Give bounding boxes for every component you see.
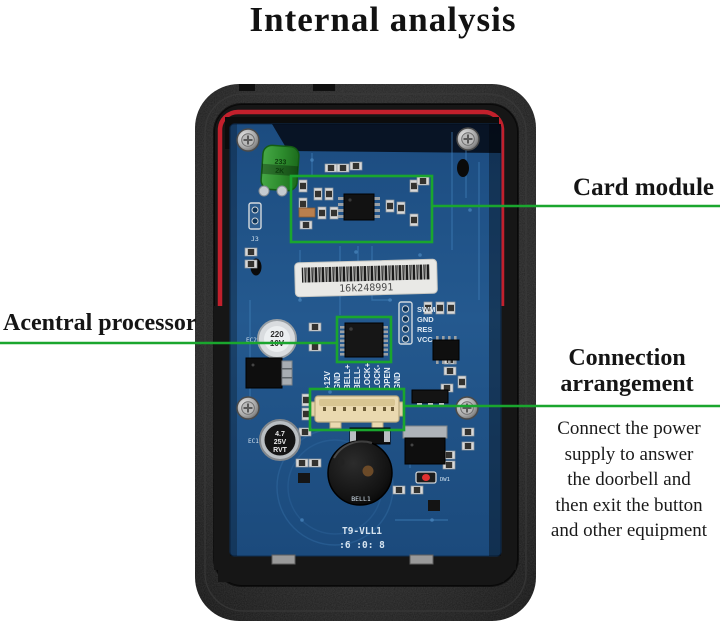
description-line: then exit the button <box>555 494 703 516</box>
central-processor-label: Acentral processor <box>3 310 197 336</box>
green-capacitor-marking: 233 <box>274 159 286 167</box>
pcb-hole <box>457 159 469 177</box>
diode-pack <box>349 427 391 445</box>
terminal-connector <box>310 395 404 429</box>
capacitor-47-marking: RVT <box>273 447 288 454</box>
barcode-number: 16k248991 <box>339 282 393 294</box>
connection-highlight-box <box>308 387 406 432</box>
programming-header: SWM GND RES VCC <box>398 301 435 345</box>
card-module-label: Card module <box>573 174 714 201</box>
terminal-pin-label: BELL- <box>353 366 362 390</box>
connection-description: Connect the power supply to answer the d… <box>538 416 720 544</box>
capacitor-220-marking: 220 <box>270 330 284 339</box>
case-top-notch <box>313 84 335 91</box>
header-pin-label: RES <box>417 325 432 334</box>
j3-header: J3 <box>248 202 262 243</box>
terminal-pin-label: GND <box>333 372 342 390</box>
solder-pad <box>258 185 270 197</box>
annotation-overlays <box>0 174 720 432</box>
terminal-pin-label: LOCK- <box>373 364 382 390</box>
pcb-clip <box>409 554 434 565</box>
ec1-silkscreen: EC1 <box>248 438 259 445</box>
description-line: supply to answer <box>564 443 694 465</box>
terminal-pin-label: BELL+ <box>343 364 352 390</box>
dw1-led: DW1 <box>415 471 450 484</box>
description-line: the doorbell and <box>567 469 691 490</box>
screw <box>236 396 260 420</box>
buzzer: BELL1 <box>327 440 393 506</box>
header-pin-label: GND <box>417 315 434 324</box>
header-pin-label: SWM <box>417 305 435 314</box>
case-top-notch <box>239 84 255 91</box>
central-processor-highlight-box <box>335 315 393 364</box>
screw <box>455 396 479 420</box>
j3-silkscreen: J3 <box>251 235 259 243</box>
board-model-silkscreen: T9-VLL1 <box>342 526 382 537</box>
ec2-silkscreen: EC2 <box>246 337 257 344</box>
soic8-chip <box>432 336 460 364</box>
card-module-highlight-box <box>289 174 434 244</box>
smd-components <box>244 161 475 511</box>
card-module-chip <box>338 193 380 221</box>
buzzer-silkscreen: BELL1 <box>351 495 371 503</box>
board-date-silkscreen: :6 :0: 8 <box>339 540 385 551</box>
capacitor-4-7uf: 4.7 25V RVT EC1 <box>248 419 301 461</box>
description-line: Connect the power <box>557 418 701 439</box>
terminal-pin-labels: +12V GND BELL+ BELL- LOCK+ LOCK- OPEN GN… <box>323 362 402 390</box>
capacitor-47-marking: 4.7 <box>275 431 285 438</box>
description-line: and other equipment <box>550 520 708 541</box>
terminal-pin-label: +12V <box>323 370 332 390</box>
terminal-pin-label: GND <box>393 372 402 390</box>
terminal-pin-label: OPEN <box>383 367 392 390</box>
barcode-sticker: 16k248991 <box>294 258 438 298</box>
capacitor-220uf: 220 10V EC2 <box>246 319 297 359</box>
transistor-q1 <box>402 425 448 465</box>
green-capacitor-marking: 2K <box>275 168 284 176</box>
screw <box>236 128 260 152</box>
page-title: Internal analysis <box>249 0 517 39</box>
capacitor-47-marking: 25V <box>274 439 287 446</box>
header-pin-label: VCC <box>417 335 433 344</box>
central-processor-chip <box>340 322 388 358</box>
solder-pad <box>276 185 288 197</box>
transistor-u1 <box>245 357 293 389</box>
pcb-vias <box>298 158 472 522</box>
screw <box>456 127 480 151</box>
green-film-capacitor: 233 2K <box>260 144 300 192</box>
s1-jumper <box>411 389 449 407</box>
connection-label-line1: Connection <box>568 345 686 371</box>
dw1-silkscreen: DW1 <box>440 477 450 483</box>
connection-label-line2: arrangement <box>560 370 694 397</box>
connection-arrangement-label: Connection arrangement <box>544 345 710 398</box>
barcode <box>301 264 431 283</box>
pcb-clip <box>271 554 296 565</box>
terminal-pin-label: LOCK+ <box>363 362 372 390</box>
